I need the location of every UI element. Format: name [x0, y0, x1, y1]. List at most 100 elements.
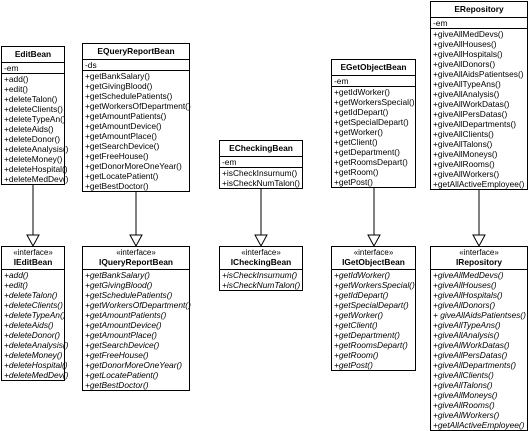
attributes-compartment: -em	[220, 157, 302, 168]
operation-row: +giveAllTypeAns()	[433, 320, 501, 330]
attribute-row: -em	[222, 157, 237, 167]
operation-row: +giveAllClients()	[433, 370, 494, 380]
realization-arrow-equeryreportbean	[129, 192, 143, 248]
operation-row: +giveAllAnalysis()	[433, 89, 500, 99]
operation-row: +giveAllDonors()	[433, 300, 496, 310]
operation-row: +getWorkersOfDepartment()	[85, 101, 191, 111]
attributes-compartment: -em	[2, 63, 64, 74]
stereotype-label: «interface»	[353, 248, 394, 257]
class-egetobjectbean[interactable]: EGetObjectBean -em +getIdWorker()+getWor…	[331, 59, 416, 188]
operation-row: +giveAllWorkers()	[433, 169, 500, 179]
operation-row: +getRoomsDepart()	[334, 340, 408, 350]
operations-compartment: +getBankSalary()+getGivingBlood()+getSch…	[83, 270, 191, 390]
operation-row: +getWorker()	[334, 127, 383, 137]
operation-row: +giveAllRooms()	[433, 400, 495, 410]
operation-row: +getFreeHouse()	[85, 151, 149, 161]
attributes-compartment: -ds	[83, 60, 189, 71]
operation-row: +isCheckNumTalon()	[222, 178, 300, 188]
operation-row: +add()	[4, 74, 29, 84]
operations-compartment: +getBankSalary()+getGivingBlood()+getSch…	[83, 71, 191, 191]
operation-row: +deleteDonor()	[4, 330, 61, 340]
operation-row: +getAmountPatients()	[85, 310, 167, 320]
operation-row: +deleteHospital()	[4, 164, 68, 174]
operation-row: +getRoomsDepart()	[334, 157, 408, 167]
operation-row: +giveAllWorkers()	[433, 410, 500, 420]
class-name: IGetObjectBean	[342, 257, 405, 267]
operations-compartment: +getIdWorker()+getWorkersSpecial()+getId…	[332, 87, 415, 187]
operation-row: +getAmountDevice()	[85, 320, 162, 330]
operation-row: +giveAllHouses()	[433, 280, 497, 290]
operation-row: +edit()	[4, 280, 28, 290]
stereotype-label: «interface»	[116, 248, 156, 257]
operation-row: +getRoom()	[334, 350, 379, 360]
class-echeckingbean[interactable]: ECheckingBean -em +isCheckInsurnum()+isC…	[219, 140, 303, 189]
operation-row: +giveAllPersDatas()	[433, 350, 508, 360]
class-equeryreportbean[interactable]: EQueryReportBean -ds +getBankSalary()+ge…	[82, 43, 191, 192]
operation-row: +giveAllRooms()	[433, 159, 495, 169]
operation-row: +getAmountPatients()	[85, 111, 167, 121]
operation-row: +isCheckInsurnum()	[222, 270, 298, 280]
operations-compartment: +isCheckInsurnum()+isCheckNumTalon()	[220, 270, 302, 290]
class-name: ERepository	[454, 4, 504, 14]
realization-arrow-editbean	[26, 185, 40, 248]
operation-row: +getSchedulePatients()	[85, 91, 173, 101]
realization-arrow-egetobjectbean	[367, 188, 381, 248]
operations-compartment: +isCheckInsurnum()+isCheckNumTalon()	[220, 168, 302, 188]
operation-row: +giveAllDepartments()	[433, 119, 517, 129]
operation-row: +deleteMoney()	[4, 350, 63, 360]
operation-row: +isCheckNumTalon()	[222, 280, 301, 290]
interface-ieditbean[interactable]: «interface» IEditBean +add()+edit()+dele…	[1, 246, 69, 381]
operation-row: +getPost()	[334, 177, 373, 187]
attribute-row: -em	[4, 63, 19, 73]
operation-row: +giveAllMedDevs()	[433, 270, 504, 280]
class-erepository[interactable]: ERepository -em +giveAllMedDevs()+giveAl…	[430, 1, 528, 190]
operation-row: +deleteAids()	[4, 320, 54, 330]
operation-row: +getGivingBlood()	[85, 81, 153, 91]
attributes-compartment: -em	[332, 76, 415, 87]
operation-row: +giveAllHospitals()	[433, 49, 503, 59]
operation-row: +giveAllPersDatas()	[433, 109, 508, 119]
operation-row: +deleteTypeAn()	[4, 114, 66, 124]
operation-row: +getWorkersSpecial()	[334, 280, 415, 290]
operation-row: +deleteTypeAn()	[4, 310, 66, 320]
operation-row: +giveAllWorkDatas()	[433, 99, 510, 109]
attribute-row: -em	[334, 76, 349, 86]
operation-row: +getSearchDevice()	[85, 141, 160, 151]
operation-row: + giveAllAidsPatientses()	[433, 310, 526, 320]
operation-row: +getAmountDevice()	[85, 121, 162, 131]
operation-row: +deleteDonor()	[4, 134, 61, 144]
operation-row: +getLocatePatient()	[85, 370, 159, 380]
operation-row: +getLocatePatient()	[85, 171, 159, 181]
operation-row: +giveAllDonors()	[433, 59, 496, 69]
interface-iqueryreportbean[interactable]: «interface» IQueryReportBean +getBankSal…	[82, 246, 191, 391]
attributes-compartment: -em	[431, 18, 527, 29]
operation-row: +deleteTalon()	[4, 290, 58, 300]
operation-row: +giveAllAidsPatientses()	[433, 69, 524, 79]
operation-row: +getAllActiveEmployee()	[433, 179, 525, 189]
operation-row: +giveAllMoneys()	[433, 149, 498, 159]
operation-row: +giveAllTypeAns()	[433, 79, 501, 89]
class-name: EditBean	[14, 49, 52, 59]
operation-row: +deleteMedDev()	[4, 370, 69, 380]
operation-row: +deleteClients()	[4, 104, 63, 114]
operation-row: +giveAllClients()	[433, 129, 494, 139]
interface-igetobjectbean[interactable]: «interface» IGetObjectBean +getIdWorker(…	[331, 246, 416, 371]
stereotype-label: «interface»	[13, 248, 53, 257]
operation-row: +getBestDoctor()	[85, 181, 149, 191]
class-editbean[interactable]: EditBean -em +add()+edit()+deleteTalon()…	[1, 46, 68, 185]
operation-row: +getSpecialDepart()	[334, 300, 409, 310]
interface-icheckingbean[interactable]: «interface» ICheckingBean +isCheckInsurn…	[219, 246, 303, 291]
operation-row: +deleteAids()	[4, 124, 54, 134]
operation-row: +giveAllMoneys()	[433, 390, 498, 400]
attribute-row: -ds	[85, 60, 97, 70]
operation-row: +getDonorMoreOneYear()	[85, 161, 182, 171]
operation-row: +getAmountPlace()	[85, 131, 157, 141]
class-name: IRepository	[455, 257, 503, 267]
stereotype-label: «interface»	[241, 248, 281, 257]
operation-row: +getIdDepart()	[334, 107, 389, 117]
operations-compartment: +add()+edit()+deleteTalon()+deleteClient…	[2, 74, 68, 184]
operation-row: +giveAllAnalysis()	[433, 330, 500, 340]
operation-row: +getGivingBlood()	[85, 280, 153, 290]
operation-row: +getIdDepart()	[334, 290, 389, 300]
